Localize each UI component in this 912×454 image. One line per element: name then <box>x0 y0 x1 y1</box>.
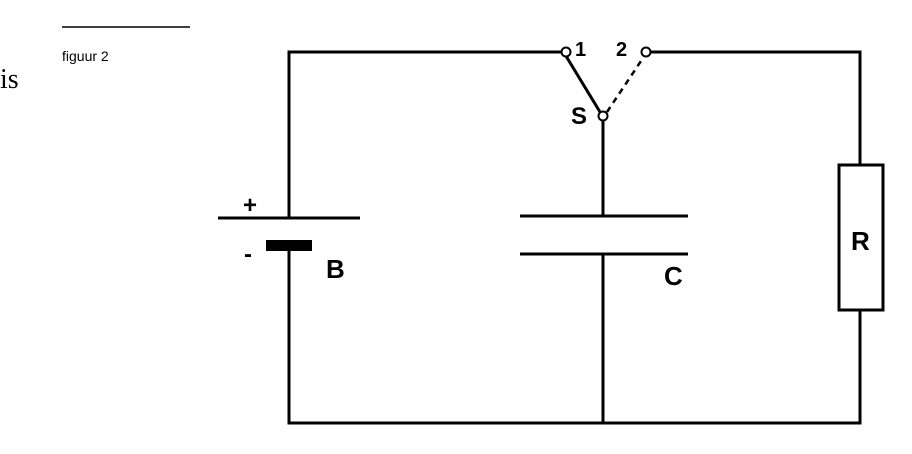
switch-blade <box>563 53 603 115</box>
wire-top-left <box>287 50 564 220</box>
switch-terminal-2-label: 2 <box>616 39 627 61</box>
switch-terminal-2 <box>640 46 652 58</box>
switch-terminal-1 <box>560 46 572 58</box>
switch-common-terminal <box>597 110 609 122</box>
resistor <box>837 163 885 312</box>
switch-terminal-1-label: 1 <box>575 39 586 61</box>
switch-label: S <box>571 103 587 130</box>
wire-top-right <box>648 50 862 167</box>
figure-caption: figuur 2 <box>62 48 109 64</box>
battery-plus-sign: + <box>243 192 257 219</box>
resistor-label: R <box>851 226 870 256</box>
battery-label: B <box>326 254 345 284</box>
switch-alt-position <box>605 57 645 113</box>
battery-minus-sign: - <box>244 241 252 268</box>
battery-negative-plate <box>266 240 312 251</box>
capacitor-label: C <box>664 261 683 291</box>
margin-text-fragment: is <box>0 64 19 95</box>
